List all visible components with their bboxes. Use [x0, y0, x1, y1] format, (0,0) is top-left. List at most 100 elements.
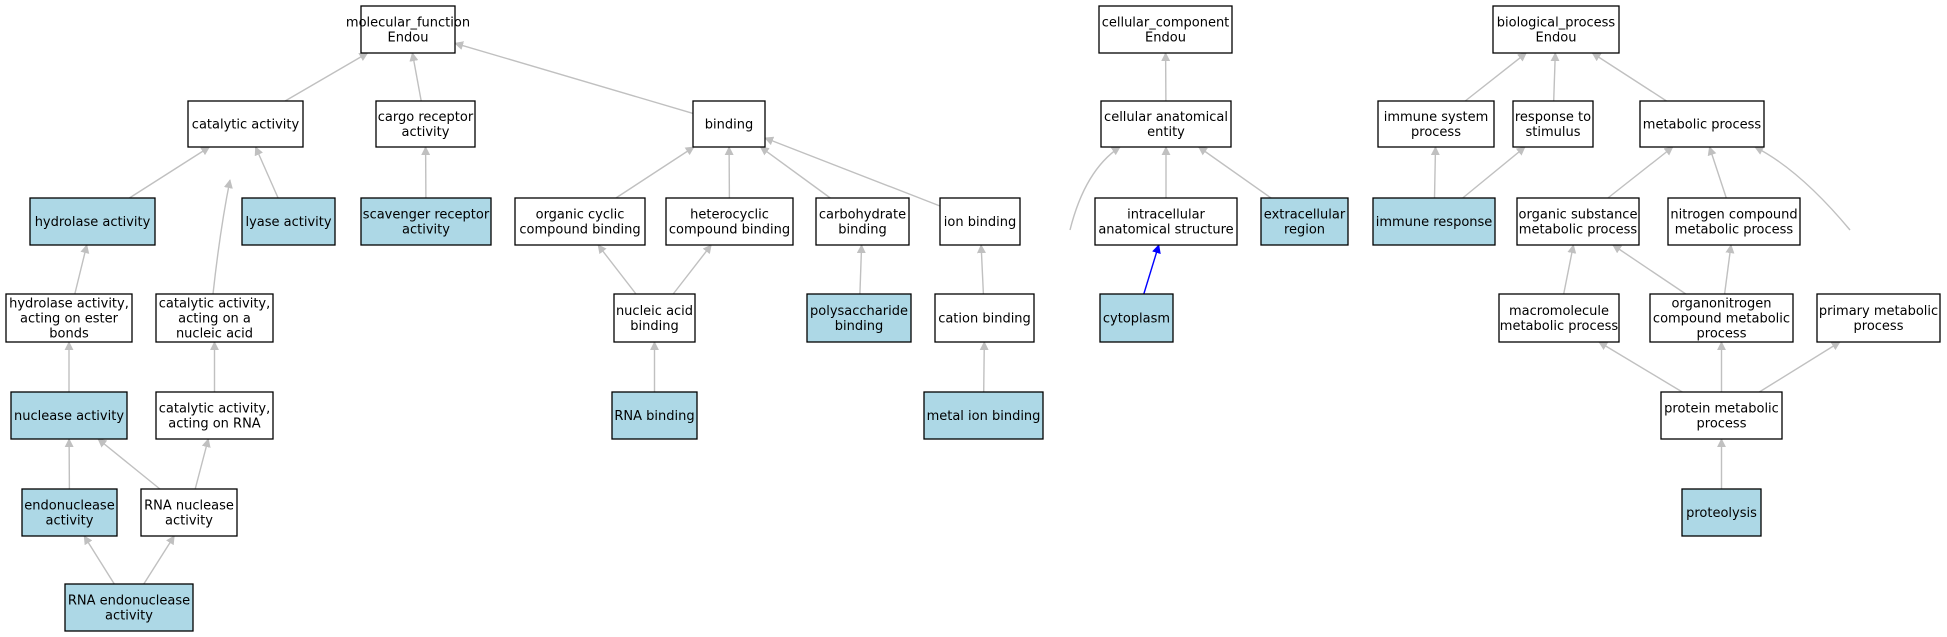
node-label: biological_process — [1497, 16, 1616, 31]
node-label: anatomical structure — [1098, 223, 1233, 238]
edge-orgsub-to-metab — [1607, 146, 1674, 199]
node-label: activity — [402, 223, 450, 238]
go-term-node-immresp[interactable]: immune response — [1372, 197, 1496, 246]
edge-organonitro-to-nitrogen — [1723, 244, 1735, 295]
edge-polysacch-to-carbohydrate — [856, 244, 866, 295]
node-label: nucleic acid — [176, 327, 253, 342]
go-term-node-lyase[interactable]: lyase activity — [241, 197, 336, 246]
go-term-node-proteolysis[interactable]: proteolysis — [1681, 488, 1762, 537]
go-term-node-binding[interactable]: binding — [692, 100, 766, 148]
node-box — [5, 293, 133, 343]
node-box — [1260, 197, 1349, 246]
edge-protmetab-to-primary — [1758, 341, 1841, 393]
node-label: molecular_function — [346, 16, 470, 31]
node-label: nuclease activity — [14, 409, 124, 424]
edge-protmetab-to-macromol — [1598, 341, 1683, 393]
edge-rnanuclease-to-cat_rna — [194, 438, 211, 490]
go-term-node-catalytic[interactable]: catalytic activity — [187, 100, 304, 148]
node-box — [1681, 488, 1762, 537]
node-label: metal ion binding — [927, 409, 1041, 424]
edge-cat_nucleic-to-catalytic — [212, 179, 233, 295]
node-box — [241, 197, 336, 246]
node-box — [939, 197, 1021, 246]
go-term-node-metab[interactable]: metabolic process — [1639, 100, 1765, 148]
node-label: binding — [630, 319, 678, 334]
node-label: metabolic process — [1500, 319, 1619, 334]
go-term-node-metalion[interactable]: metal ion binding — [923, 391, 1044, 440]
node-label: organic cyclic — [536, 208, 625, 223]
edge-cytoplasm-to-cellanat — [1069, 146, 1121, 231]
node-box — [611, 391, 698, 440]
edge-ionbind-to-binding — [764, 136, 941, 207]
node-label: Endou — [388, 31, 429, 46]
edge-carbohydrate-to-binding — [759, 146, 831, 199]
node-label: compound binding — [669, 223, 790, 238]
node-label: acting on ester — [20, 312, 119, 327]
node-box — [613, 293, 696, 343]
node-label: process — [1697, 327, 1747, 342]
node-box — [64, 583, 194, 632]
node-box — [1816, 293, 1941, 343]
edge-resp-to-bp_root — [1550, 52, 1560, 102]
node-box — [29, 197, 156, 246]
go-term-node-cat_rna[interactable]: catalytic activity,acting on RNA — [155, 391, 274, 440]
go-term-node-rnabind[interactable]: RNA binding — [611, 391, 698, 440]
node-label: hydrolase activity, — [9, 297, 129, 312]
node-box — [1639, 100, 1765, 148]
node-box — [665, 197, 794, 246]
node-box — [1660, 391, 1783, 440]
edge-hydrolase-to-catalytic — [129, 146, 211, 199]
edge-primary-to-metab — [1754, 146, 1851, 231]
node-box — [1100, 100, 1232, 148]
node-label: organonitrogen — [1672, 297, 1772, 312]
node-box — [155, 391, 274, 440]
node-label: activity — [105, 609, 153, 624]
edge-cation-to-ionbind — [976, 244, 986, 295]
edge-nucacid_bind-to-orgcyclic — [597, 244, 637, 295]
node-label: process — [1411, 125, 1461, 140]
edge-nitrogen-to-metab — [1707, 146, 1727, 199]
node-label: endonuclease — [24, 499, 114, 514]
go-term-node-nuclease[interactable]: nuclease activity — [10, 391, 128, 440]
node-label: metabolic process — [1519, 223, 1638, 238]
node-box — [923, 391, 1044, 440]
edge-extracell-to-cellanat — [1197, 146, 1272, 199]
go-term-node-cytoplasm[interactable]: cytoplasm — [1099, 293, 1174, 343]
edge-binding-to-mf_root — [454, 41, 694, 115]
node-label: metabolic process — [1643, 118, 1762, 133]
node-box — [692, 100, 766, 148]
node-label: compound binding — [519, 223, 640, 238]
node-label: RNA endonuclease — [68, 594, 190, 609]
node-label: catalytic activity — [192, 118, 300, 133]
go-term-node-cation[interactable]: cation binding — [934, 293, 1035, 343]
edge-lyase-to-catalytic — [254, 146, 279, 199]
go-term-node-ionbind[interactable]: ion binding — [939, 197, 1021, 246]
go-term-node-hydrolase[interactable]: hydrolase activity — [29, 197, 156, 246]
